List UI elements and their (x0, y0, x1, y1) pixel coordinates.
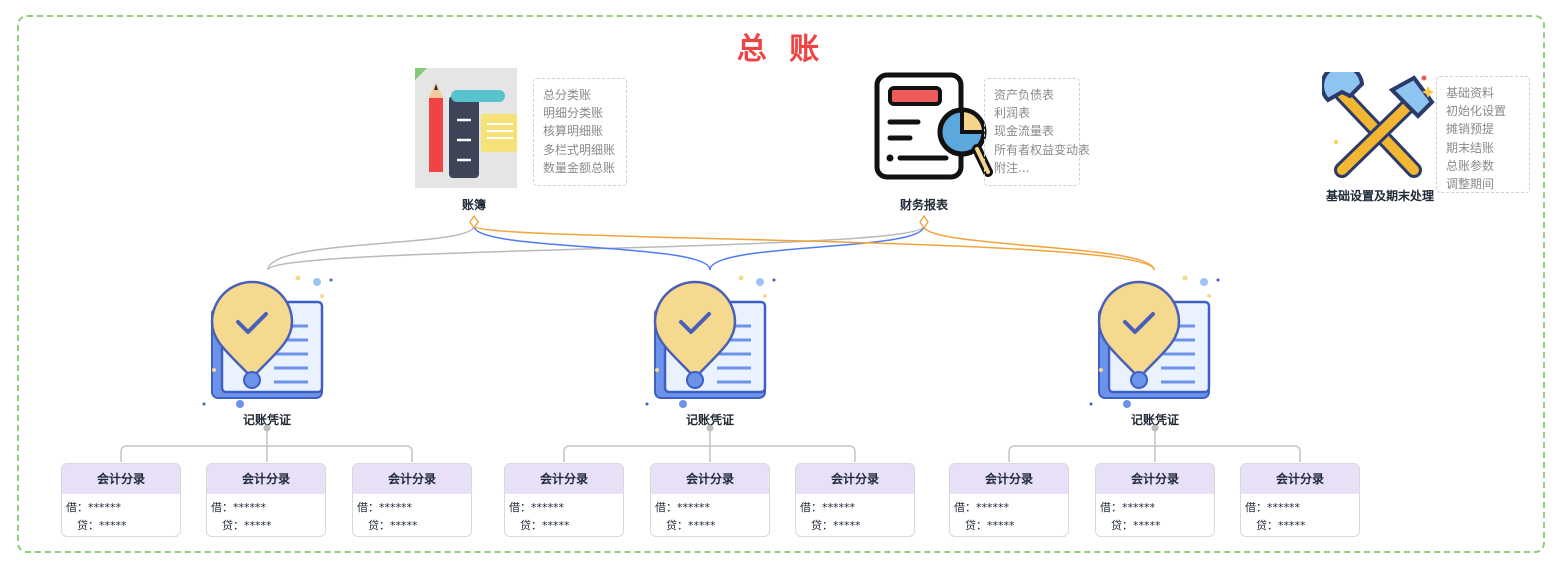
journal-entry-debit: 借：****** (66, 501, 121, 514)
journal-entry-title: 会计分录 (62, 464, 180, 494)
ledger-note-item: 核算明细账 (543, 124, 604, 139)
ledger-note-item: 明细分类账 (543, 106, 604, 121)
tree-voucher3 (1008, 428, 1301, 462)
financial-report-icon (874, 72, 993, 180)
diagram-frame (17, 15, 1545, 553)
report-label[interactable]: 财务报表 (899, 198, 948, 212)
tree-voucher2 (563, 428, 856, 462)
journal-entry-card[interactable]: 会计分录 借：****** 贷：***** (61, 463, 181, 537)
journal-entry-card[interactable]: 会计分录 借：****** 贷：***** (504, 463, 624, 537)
settings-note-item: 摊销预提 (1446, 122, 1495, 137)
journal-entry-credit: 贷：***** (1111, 519, 1161, 532)
tools-settings-icon (1322, 72, 1435, 178)
report-note-item: 利润表 (994, 106, 1031, 121)
link-ledger-voucher3 (473, 225, 1155, 271)
ledger-book-icon (415, 68, 517, 188)
report-note-item: 附注... (994, 160, 1030, 175)
journal-entry-title: 会计分录 (651, 464, 769, 494)
settings-notes: 基础资料 初始化设置 摊销预提 期末结账 总账参数 调整期间 (1436, 76, 1530, 193)
settings-note-item: 初始化设置 (1446, 104, 1507, 119)
report-note-item: 所有者权益变动表 (994, 142, 1091, 157)
journal-entry-debit: 借：****** (800, 501, 855, 514)
journal-entry-card[interactable]: 会计分录 借：****** 贷：***** (1240, 463, 1360, 537)
voucher-label[interactable]: 记账凭证 (1130, 413, 1179, 427)
settings-note-item: 总账参数 (1446, 158, 1495, 173)
journal-entry-title: 会计分录 (207, 464, 325, 494)
journal-entry-credit: 贷：***** (222, 519, 272, 532)
journal-entry-credit: 贷：***** (666, 519, 716, 532)
link-report-voucher3 (923, 225, 1155, 271)
journal-entry-credit: 贷：***** (368, 519, 418, 532)
journal-entry-title: 会计分录 (796, 464, 914, 494)
ledger-note-item: 多栏式明细账 (543, 142, 616, 157)
journal-entry-title: 会计分录 (1096, 464, 1214, 494)
report-note-item: 现金流量表 (994, 124, 1055, 139)
journal-entry-credit: 贷：***** (811, 519, 861, 532)
ledger-note-item: 总分类账 (543, 88, 592, 102)
link-report-voucher1 (267, 225, 925, 271)
journal-entry-debit: 借：****** (211, 501, 266, 514)
journal-entry-card[interactable]: 会计分录 借：****** 贷：***** (650, 463, 770, 537)
voucher3-dot (1151, 424, 1159, 432)
voucher-check-icon (1089, 275, 1220, 408)
journal-entry-debit: 借：****** (509, 501, 564, 514)
journal-entry-title: 会计分录 (353, 464, 471, 494)
journal-entry-card[interactable]: 会计分录 借：****** 贷：***** (795, 463, 915, 537)
link-ledger-voucher1 (267, 225, 475, 271)
voucher-label[interactable]: 记账凭证 (242, 413, 291, 427)
tree-voucher1 (120, 428, 413, 462)
settings-note-item: 基础资料 (1446, 86, 1495, 100)
journal-entry-card[interactable]: 会计分录 借：****** 贷：***** (1095, 463, 1215, 537)
voucher2-dot (706, 424, 714, 432)
page-title: 总 账 (736, 32, 826, 67)
journal-entry-title: 会计分录 (1241, 464, 1359, 494)
report-note-item: 资产负债表 (994, 88, 1055, 102)
journal-entry-credit: 贷：***** (520, 519, 570, 532)
ledger-connector-diamond (469, 214, 479, 230)
journal-entry-card[interactable]: 会计分录 借：****** 贷：***** (206, 463, 326, 537)
voucher-check-icon (202, 275, 333, 408)
ledger-label[interactable]: 账簿 (461, 198, 486, 212)
settings-note-item: 调整期间 (1446, 177, 1495, 192)
journal-entry-debit: 借：****** (1100, 501, 1155, 514)
report-connector-diamond (919, 214, 929, 230)
settings-label[interactable]: 基础设置及期末处理 (1325, 189, 1434, 203)
journal-entry-debit: 借：****** (357, 501, 412, 514)
journal-entry-title: 会计分录 (950, 464, 1068, 494)
voucher-check-icon (645, 275, 776, 408)
ledger-note-item: 数量金额总账 (543, 160, 616, 175)
ledger-notes: 总分类账 明细分类账 核算明细账 多栏式明细账 数量金额总账 (533, 78, 627, 186)
journal-entry-credit: 贷：***** (1256, 519, 1306, 532)
journal-entry-credit: 贷：***** (965, 519, 1015, 532)
settings-note-item: 期末结账 (1446, 140, 1495, 155)
link-report-voucher2 (709, 225, 925, 271)
journal-entry-debit: 借：****** (655, 501, 710, 514)
journal-entry-title: 会计分录 (505, 464, 623, 494)
journal-entry-card[interactable]: 会计分录 借：****** 贷：***** (352, 463, 472, 537)
journal-entry-card[interactable]: 会计分录 借：****** 贷：***** (949, 463, 1069, 537)
voucher1-dot (263, 424, 271, 432)
journal-entry-credit: 贷：***** (77, 519, 127, 532)
journal-entry-debit: 借：****** (1245, 501, 1300, 514)
report-notes: 资产负债表 利润表 现金流量表 所有者权益变动表 附注... (984, 78, 1091, 186)
voucher-label[interactable]: 记账凭证 (685, 413, 734, 427)
journal-entry-debit: 借：****** (954, 501, 1009, 514)
link-ledger-voucher2 (473, 225, 711, 271)
